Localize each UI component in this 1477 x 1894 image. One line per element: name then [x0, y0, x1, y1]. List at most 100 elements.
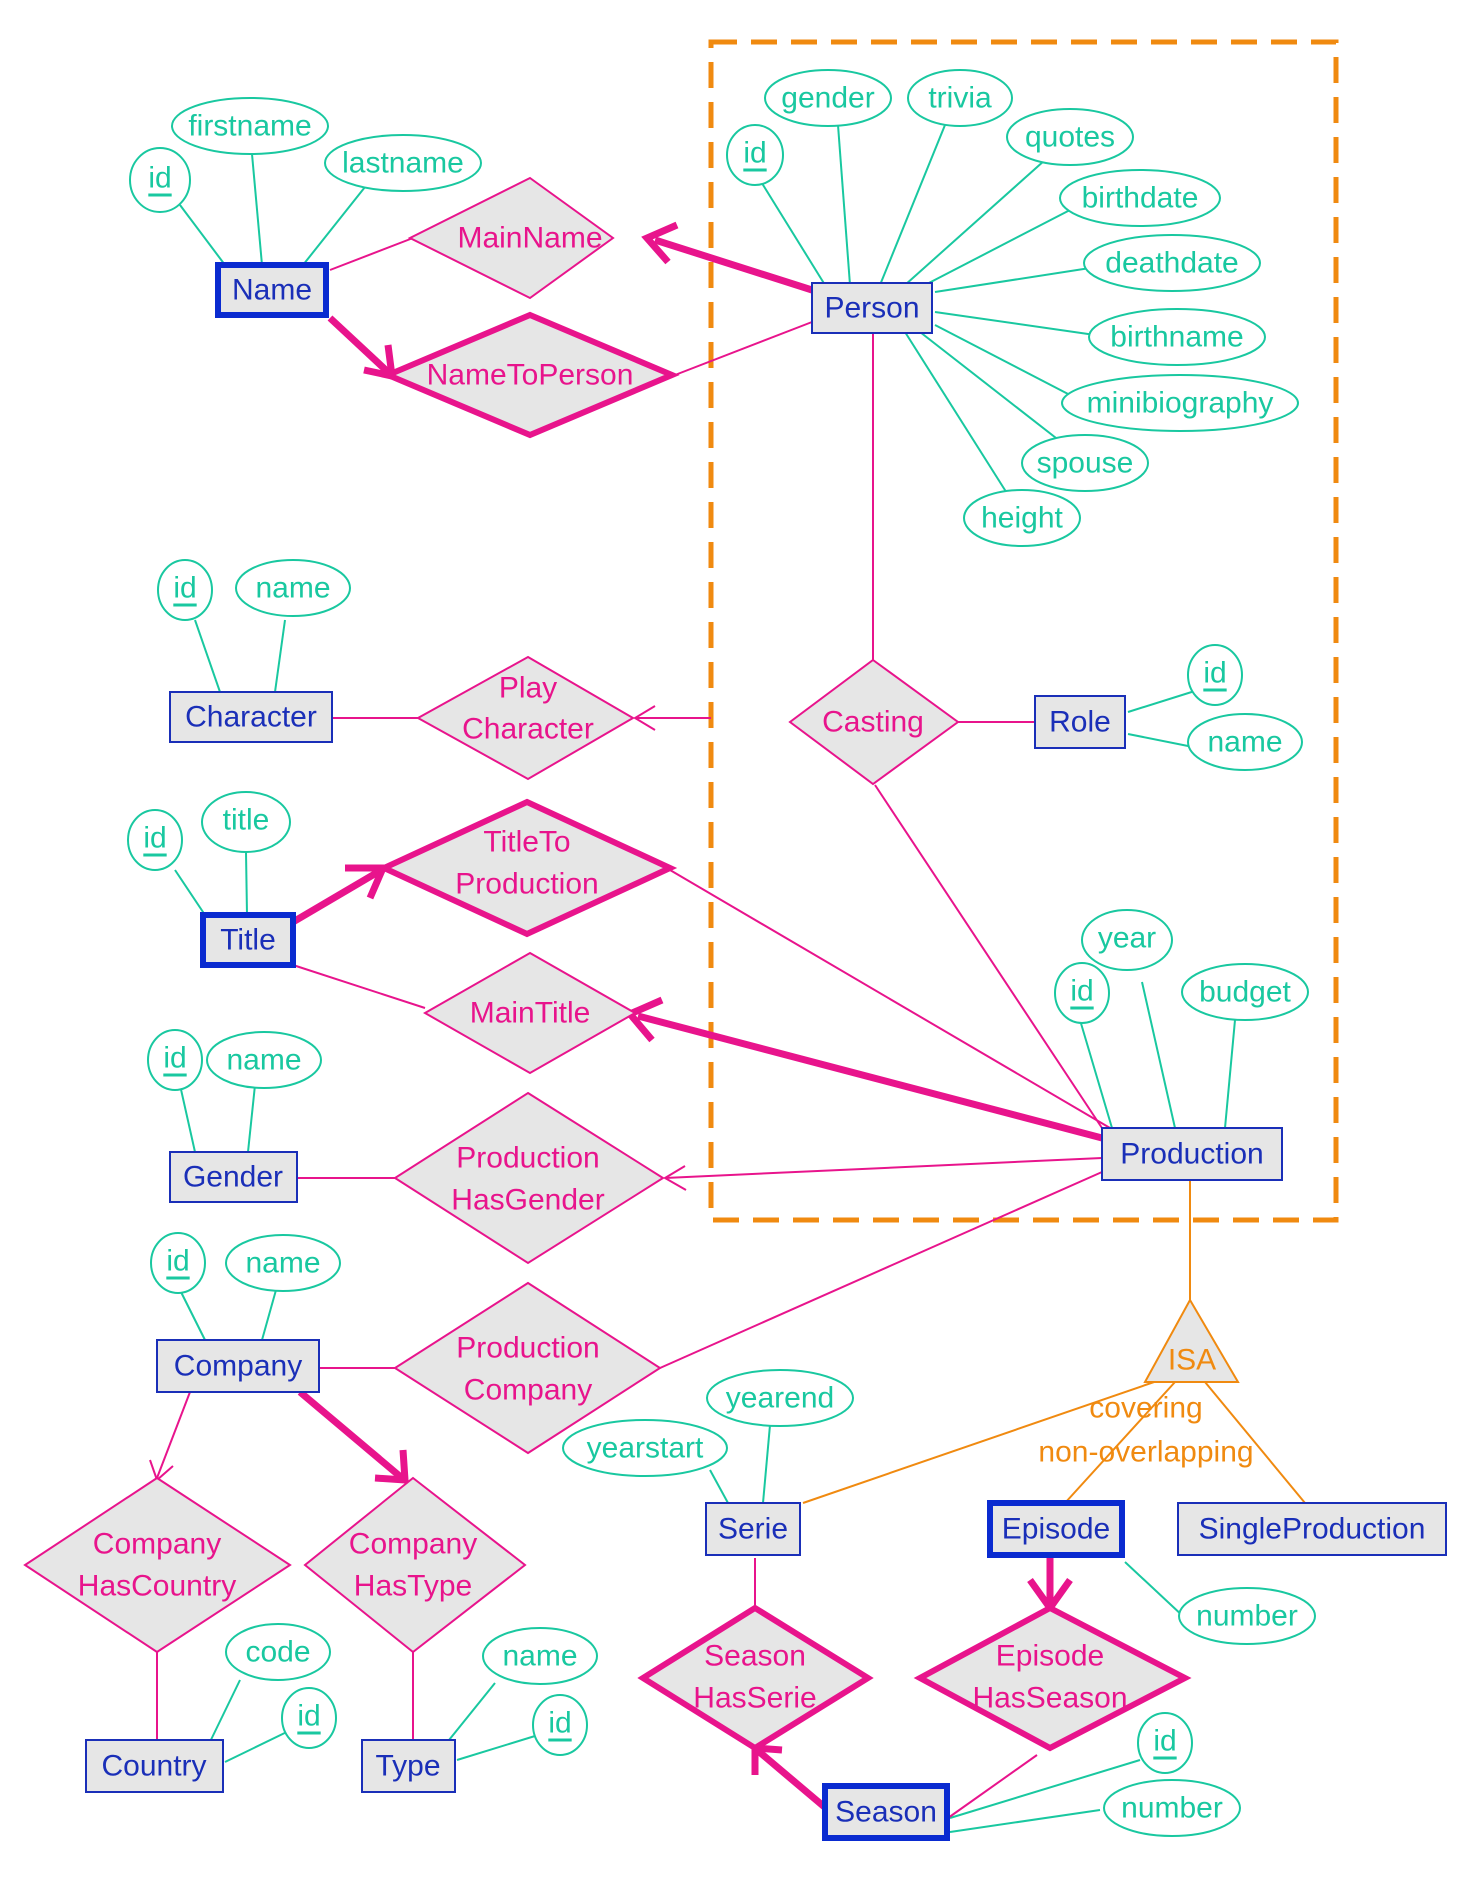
entity-country[interactable]: Country	[85, 1739, 224, 1793]
attribute-person-gender[interactable]: gender	[764, 69, 892, 127]
production-company-relationship[interactable]: Production Company	[393, 1281, 662, 1455]
title-to-production-relationship[interactable]: TitleTo Production	[376, 798, 678, 938]
attribute-gender-id[interactable]: id	[147, 1029, 203, 1091]
attribute-season-id[interactable]: id	[1137, 1712, 1193, 1774]
attribute-type-name-label: name	[502, 1640, 577, 1673]
attribute-country-code-label: code	[245, 1636, 310, 1669]
attribute-country-code[interactable]: code	[225, 1623, 331, 1681]
attribute-name-id[interactable]: id	[129, 147, 191, 213]
isa-constraint-non-overlapping: non-overlapping	[1038, 1436, 1253, 1469]
play-character-relationship[interactable]: Play Character	[415, 655, 635, 781]
isa-constraint-covering: covering	[1089, 1392, 1202, 1425]
attribute-person-birthdate-label: birthdate	[1082, 182, 1199, 215]
attribute-production-budget-label: budget	[1199, 976, 1291, 1009]
entity-person[interactable]: Person	[811, 282, 933, 334]
entity-single-production[interactable]: SingleProduction	[1177, 1502, 1447, 1556]
play-character-label-line2: Character	[462, 713, 594, 746]
entity-company[interactable]: Company	[156, 1339, 320, 1393]
casting-relationship[interactable]: Casting	[788, 658, 960, 786]
attribute-gender-name[interactable]: name	[206, 1031, 322, 1089]
entity-serie[interactable]: Serie	[705, 1502, 801, 1556]
attribute-person-trivia[interactable]: trivia	[907, 69, 1013, 127]
attribute-gender-id-label: id	[163, 1042, 186, 1075]
attribute-episode-number-label: number	[1196, 1600, 1298, 1633]
attribute-type-name[interactable]: name	[482, 1627, 598, 1685]
entity-production[interactable]: Production	[1101, 1127, 1283, 1181]
company-has-country-relationship[interactable]: Company HasCountry	[23, 1476, 292, 1654]
entity-production-label: Production	[1120, 1138, 1263, 1171]
production-company-label-line2: Company	[464, 1374, 592, 1407]
entity-title-label: Title	[220, 924, 276, 957]
attribute-person-height[interactable]: height	[963, 489, 1081, 547]
attribute-person-birthname-label: birthname	[1110, 321, 1243, 354]
attribute-person-birthdate[interactable]: birthdate	[1059, 169, 1221, 227]
attribute-person-spouse-label: spouse	[1037, 447, 1134, 480]
attribute-role-name[interactable]: name	[1187, 713, 1303, 771]
attribute-production-year-label: year	[1098, 922, 1156, 955]
entity-name-label: Name	[232, 274, 312, 307]
name-to-person-label: NameToPerson	[427, 359, 634, 392]
main-name-relationship[interactable]: MainName	[407, 176, 615, 300]
name-to-person-relationship[interactable]: NameToPerson	[380, 311, 680, 439]
attribute-person-birthname[interactable]: birthname	[1088, 308, 1266, 366]
attribute-person-spouse[interactable]: spouse	[1021, 434, 1149, 492]
attribute-serie-yearstart[interactable]: yearstart	[562, 1419, 728, 1477]
isa-triangle[interactable]: ISA	[1143, 1297, 1240, 1383]
main-name-label: MainName	[457, 222, 602, 255]
attribute-person-minibiography-label: minibiography	[1087, 387, 1274, 420]
company-has-type-label-line2: HasType	[354, 1570, 472, 1603]
company-has-country-label-line1: Company	[93, 1528, 221, 1561]
entity-season[interactable]: Season	[822, 1783, 950, 1841]
attribute-person-quotes[interactable]: quotes	[1006, 108, 1134, 166]
company-has-type-relationship[interactable]: Company HasType	[303, 1476, 527, 1654]
attribute-role-name-label: name	[1207, 726, 1282, 759]
attribute-person-minibiography[interactable]: minibiography	[1061, 374, 1299, 432]
entity-character[interactable]: Character	[169, 691, 333, 743]
production-has-gender-label-line1: Production	[456, 1142, 599, 1175]
attribute-character-name[interactable]: name	[235, 559, 351, 617]
attribute-name-firstname[interactable]: firstname	[171, 97, 329, 155]
attribute-production-year[interactable]: year	[1081, 909, 1173, 971]
attribute-person-deathdate[interactable]: deathdate	[1083, 234, 1261, 292]
aggregation-box	[708, 39, 1339, 1223]
attribute-person-quotes-label: quotes	[1025, 121, 1115, 154]
attribute-title-title[interactable]: title	[201, 791, 291, 853]
attribute-gender-name-label: name	[226, 1044, 301, 1077]
entity-name[interactable]: Name	[215, 262, 329, 318]
attribute-person-id[interactable]: id	[726, 124, 784, 186]
season-has-serie-label-line1: Season	[704, 1640, 806, 1673]
episode-has-season-label-line2: HasSeason	[972, 1682, 1127, 1715]
attribute-company-id[interactable]: id	[150, 1232, 206, 1294]
attribute-season-id-label: id	[1153, 1725, 1176, 1758]
attribute-episode-number[interactable]: number	[1178, 1587, 1316, 1645]
attribute-serie-yearend[interactable]: yearend	[706, 1369, 854, 1427]
attribute-season-number[interactable]: number	[1103, 1779, 1241, 1837]
attribute-country-id[interactable]: id	[281, 1687, 337, 1749]
entity-episode[interactable]: Episode	[987, 1500, 1125, 1558]
entity-character-label: Character	[185, 701, 317, 734]
attribute-name-lastname[interactable]: lastname	[324, 134, 482, 192]
entity-role[interactable]: Role	[1034, 695, 1126, 749]
entity-type[interactable]: Type	[361, 1739, 456, 1793]
company-has-country-label-line2: HasCountry	[78, 1570, 236, 1603]
attribute-title-id[interactable]: id	[127, 809, 183, 871]
production-has-gender-relationship[interactable]: Production HasGender	[393, 1091, 665, 1265]
attribute-production-budget[interactable]: budget	[1181, 963, 1309, 1021]
attribute-production-id[interactable]: id	[1054, 962, 1110, 1024]
attribute-character-id[interactable]: id	[157, 559, 213, 621]
attribute-name-id-label: id	[148, 162, 171, 195]
episode-has-season-relationship[interactable]: Episode HasSeason	[913, 1604, 1192, 1752]
attribute-company-name[interactable]: name	[225, 1234, 341, 1292]
attribute-role-id[interactable]: id	[1187, 644, 1243, 706]
play-character-label-line1: Play	[499, 672, 557, 705]
production-has-gender-label-line2: HasGender	[451, 1184, 604, 1217]
attribute-lines	[174, 124, 1236, 1833]
entity-title[interactable]: Title	[200, 912, 296, 968]
attribute-character-name-label: name	[255, 572, 330, 605]
entity-type-label: Type	[375, 1750, 440, 1783]
entity-gender[interactable]: Gender	[169, 1151, 298, 1203]
attribute-production-id-label: id	[1070, 975, 1093, 1008]
attribute-type-id[interactable]: id	[532, 1694, 588, 1756]
season-has-serie-relationship[interactable]: Season HasSerie	[637, 1604, 874, 1752]
main-title-relationship[interactable]: MainTitle	[422, 951, 638, 1075]
